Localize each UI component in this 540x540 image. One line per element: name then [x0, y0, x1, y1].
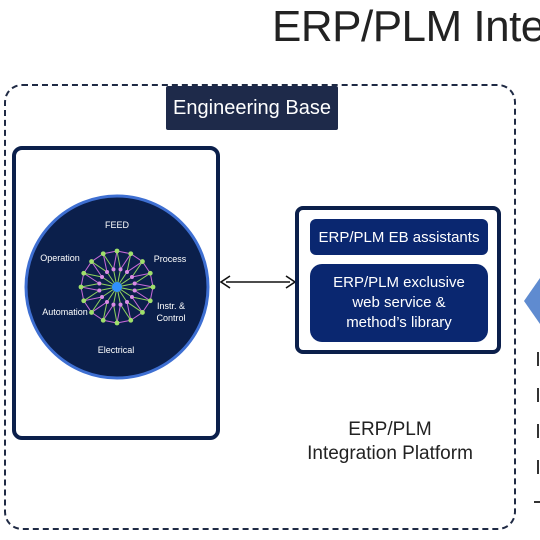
- erp-library-line-1: ERP/PLM exclusive: [333, 274, 465, 291]
- wheel-network: [78, 248, 156, 326]
- wheel-label-process: Process: [154, 254, 187, 264]
- integration-platform-label: ERP/PLM Integration Platform: [290, 418, 490, 466]
- network-cross-link: [91, 301, 108, 313]
- network-node: [132, 281, 137, 286]
- network-spoke-link: [91, 296, 103, 313]
- network-cross-link: [83, 296, 103, 302]
- network-cross-link: [131, 296, 143, 313]
- network-node: [140, 259, 145, 264]
- network-node: [125, 270, 130, 275]
- network-spoke-link: [131, 296, 151, 302]
- network-cross-link: [102, 304, 114, 321]
- network-spoke-link: [91, 261, 108, 273]
- wheel-label-electrical: Electrical: [98, 345, 135, 355]
- integration-platform-frame: [4, 84, 516, 530]
- network-node: [140, 310, 145, 315]
- network-spoke-link: [134, 286, 154, 292]
- wheel-label-operation: Operation: [40, 253, 80, 263]
- wheel-label-instr: Instr. &: [157, 301, 185, 311]
- network-spoke-link: [116, 250, 122, 270]
- network-node: [150, 284, 156, 290]
- bidirectional-arrow: [219, 275, 297, 289]
- network-spoke-link: [126, 301, 143, 313]
- network-node: [118, 267, 123, 272]
- network-node: [129, 274, 134, 279]
- platform-label-line-2: Integration Platform: [307, 443, 473, 464]
- network-spoke-link: [112, 304, 118, 324]
- network-spoke-link: [102, 253, 114, 270]
- network-node: [89, 259, 94, 264]
- network-cross-link: [131, 272, 151, 278]
- network-node: [128, 317, 134, 323]
- network-node: [114, 320, 120, 326]
- network-spoke-link: [80, 282, 100, 288]
- network-spoke-link: [131, 261, 143, 278]
- network-cross-link: [134, 282, 154, 288]
- network-spoke-link: [83, 272, 103, 278]
- network-node: [118, 302, 123, 307]
- network-node: [100, 251, 106, 257]
- network-node: [100, 295, 105, 300]
- erp-library-line-3: method’s library: [346, 314, 452, 331]
- network-node: [129, 295, 134, 300]
- network-node: [125, 299, 130, 304]
- network-cross-link: [80, 286, 100, 292]
- network-spoke-link: [102, 301, 108, 321]
- network-spoke-link: [83, 290, 100, 302]
- left-arrow-icon: [524, 278, 540, 324]
- network-node: [78, 284, 84, 290]
- network-node: [111, 267, 116, 272]
- page-title: ERP/PLM Inte: [272, 2, 540, 51]
- cropped-edge-marks: [534, 352, 540, 503]
- engineering-base-label: Engineering Base: [166, 86, 338, 130]
- network-node: [128, 251, 134, 257]
- engineering-wheel-graphic: FEED Operation Process Automation Instr.…: [24, 194, 210, 380]
- network-cross-link: [120, 253, 132, 270]
- network-node: [111, 302, 116, 307]
- network-node: [104, 270, 109, 275]
- network-node: [100, 317, 106, 323]
- network-node: [147, 270, 153, 276]
- network-node: [97, 281, 102, 286]
- network-node: [100, 274, 105, 279]
- network-cross-link: [83, 272, 100, 284]
- network-cross-link: [126, 301, 132, 321]
- network-cross-link: [112, 250, 118, 270]
- erp-eb-assistants-block: ERP/PLM EB assistants: [310, 219, 488, 255]
- network-cross-link: [134, 290, 151, 302]
- erp-library-block: ERP/PLM exclusive web service & method’s…: [310, 264, 488, 342]
- wheel-label-feed: FEED: [105, 220, 130, 230]
- network-spoke-link: [126, 253, 132, 273]
- wheel-label-control: Control: [156, 313, 185, 323]
- network-node: [81, 298, 87, 304]
- network-spoke-link: [134, 272, 151, 284]
- erp-library-line-2: web service &: [352, 294, 446, 311]
- network-hub: [112, 282, 122, 292]
- network-node: [81, 270, 87, 276]
- network-node: [114, 248, 120, 254]
- network-node: [89, 310, 94, 315]
- network-cross-link: [126, 261, 143, 273]
- network-node: [147, 298, 153, 304]
- wheel-label-automation: Automation: [42, 307, 88, 317]
- network-spoke-link: [120, 304, 132, 321]
- network-node: [132, 288, 137, 293]
- network-cross-link: [102, 253, 108, 273]
- network-node: [97, 288, 102, 293]
- platform-label-line-1: ERP/PLM: [348, 419, 432, 440]
- network-node: [104, 299, 109, 304]
- network-cross-link: [116, 304, 122, 324]
- network-cross-link: [91, 261, 103, 278]
